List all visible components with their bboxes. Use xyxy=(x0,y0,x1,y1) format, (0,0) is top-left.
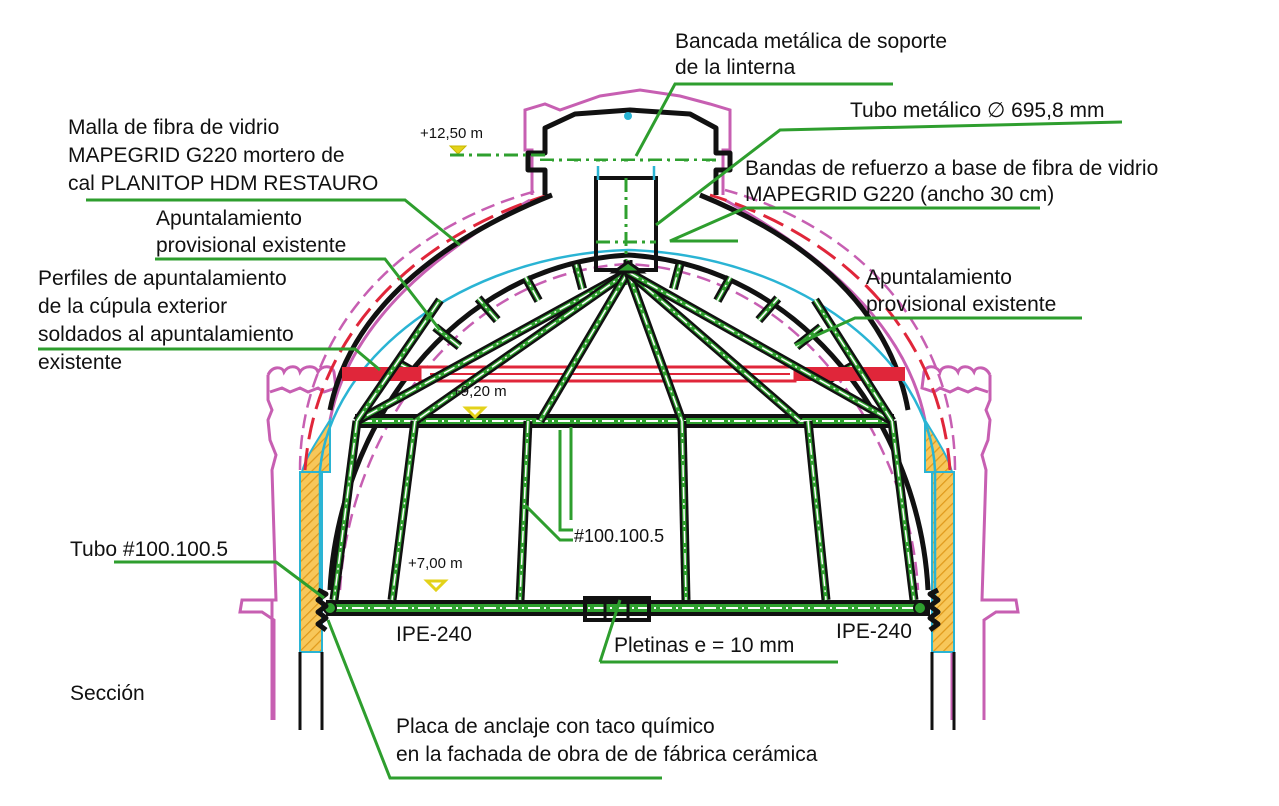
frame-leg-axis xyxy=(807,420,827,601)
label-bancada-2: de la linterna xyxy=(675,56,796,79)
label-ipe-right: IPE-240 xyxy=(836,620,912,643)
radial-struts xyxy=(395,260,861,383)
level-marker-top: +12,50 m xyxy=(420,125,545,157)
label-apuntalamiento-right-2: provisional existente xyxy=(866,293,1056,316)
frame-leg-axis xyxy=(891,420,915,601)
radial-strut-axis xyxy=(524,276,540,302)
label-tubo-100-center: #100.100.5 xyxy=(574,526,664,546)
label-apuntalamiento-right-1: Apuntalamiento xyxy=(866,266,1012,289)
converging-rafter-core xyxy=(413,270,630,423)
level-text-mid: +9,20 m xyxy=(452,383,507,400)
label-perfiles-4: existente xyxy=(38,351,122,374)
frame-leg-axis xyxy=(519,420,529,601)
level-marker-mid: +9,20 m xyxy=(452,383,507,420)
radial-strut-axis xyxy=(758,297,779,321)
arch-rafter-axis xyxy=(356,299,441,422)
level-text-top: +12,50 m xyxy=(420,125,483,142)
radial-strut-axis xyxy=(672,264,681,290)
converging-rafter-axis xyxy=(356,271,629,422)
converging-rafter-axis xyxy=(627,271,893,422)
arch-rafter-axis xyxy=(814,299,893,422)
label-perfiles-1: Perfiles de apuntalamiento xyxy=(38,267,287,290)
label-bancada-1: Bancada metálica de soporte xyxy=(675,30,947,53)
radial-strut-axis xyxy=(716,276,732,302)
label-apuntalamiento-left-1: Apuntalamiento xyxy=(156,207,302,230)
label-seccion: Sección xyxy=(70,682,145,705)
label-apuntalamiento-left-2: provisional existente xyxy=(156,234,346,257)
label-pletinas: Pletinas e = 10 mm xyxy=(614,634,794,657)
label-bandas-1: Bandas de refuerzo a base de fibra de vi… xyxy=(745,157,1158,180)
frame-leg-axis xyxy=(333,420,358,601)
label-malla-3: cal PLANITOP HDM RESTAURO xyxy=(68,172,378,195)
support-frame xyxy=(315,260,941,632)
label-tubo-metalico: Tubo metálico ∅ 695,8 mm xyxy=(850,99,1104,122)
frame-leg-axis xyxy=(391,420,416,601)
annotation-labels: Bancada metálica de soporte de la linter… xyxy=(38,30,1158,766)
label-placa-1: Placa de anclaje con taco químico xyxy=(396,715,715,738)
label-perfiles-2: de la cúpula exterior xyxy=(38,295,227,318)
masonry-piers xyxy=(298,416,956,730)
label-placa-2: en la fachada de obra de de fábrica cerá… xyxy=(396,743,818,766)
label-malla-2: MAPEGRID G220 mortero de xyxy=(68,144,345,167)
label-perfiles-3: soldados al apuntalamiento xyxy=(38,323,294,346)
existing-facade xyxy=(238,88,1020,720)
level-text-low: +7,00 m xyxy=(408,555,463,572)
converging-rafter-axis xyxy=(627,271,683,422)
leader-lines xyxy=(38,82,1123,780)
frame-leg-axis xyxy=(681,420,687,601)
radial-strut-axis xyxy=(477,297,498,321)
converging-rafter-axis xyxy=(539,271,629,422)
label-ipe-left: IPE-240 xyxy=(396,623,472,646)
label-tubo-100: Tubo #100.100.5 xyxy=(70,538,228,561)
level-marker-low: +7,00 m xyxy=(408,555,463,593)
converging-rafter-axis xyxy=(627,271,801,422)
radial-strut-axis xyxy=(575,264,584,290)
label-bandas-2: MAPEGRID G220 (ancho 30 cm) xyxy=(745,183,1054,206)
label-malla-1: Malla de fibra de vidrio xyxy=(68,116,279,139)
